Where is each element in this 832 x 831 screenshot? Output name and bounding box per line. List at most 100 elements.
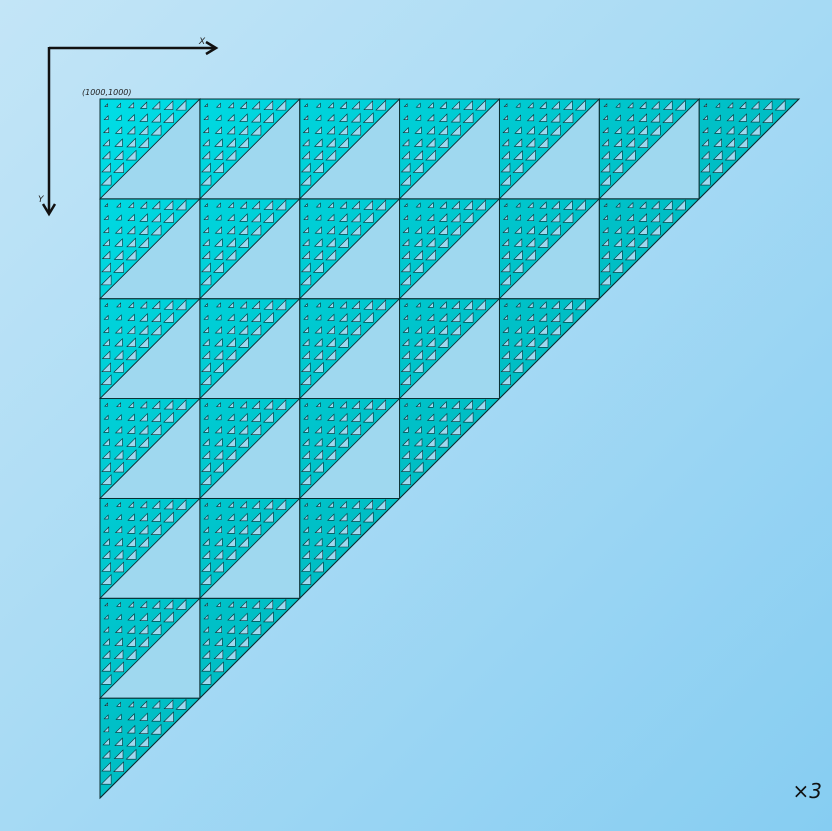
sub-triangle bbox=[325, 349, 337, 361]
axis-indicator: X Y bbox=[38, 37, 219, 217]
sub-triangle bbox=[612, 261, 624, 273]
sub-triangle bbox=[426, 425, 435, 434]
sub-triangle bbox=[227, 213, 235, 221]
sub-triangle bbox=[338, 313, 348, 322]
sub-triangle bbox=[262, 411, 274, 423]
sub-triangle bbox=[351, 300, 360, 309]
sub-triangle bbox=[413, 150, 423, 160]
sub-triangle bbox=[513, 349, 523, 360]
sub-triangle bbox=[439, 301, 447, 309]
sub-triangle bbox=[703, 103, 708, 107]
sub-triangle bbox=[649, 224, 661, 236]
sub-triangle bbox=[150, 723, 162, 735]
sub-triangle bbox=[201, 162, 211, 173]
sub-triangle bbox=[314, 425, 322, 434]
sub-triangle bbox=[212, 162, 224, 173]
sub-triangle bbox=[212, 561, 224, 573]
sub-triangle bbox=[202, 338, 210, 346]
sub-triangle bbox=[203, 214, 209, 220]
sub-triangle bbox=[538, 313, 548, 322]
sub-triangle bbox=[513, 250, 523, 260]
sub-triangle bbox=[314, 238, 323, 247]
sub-triangle bbox=[651, 100, 660, 110]
sub-triangle bbox=[502, 126, 509, 134]
sub-triangle bbox=[215, 314, 222, 321]
sub-triangle bbox=[302, 226, 309, 233]
sub-triangle bbox=[251, 412, 261, 422]
sub-triangle bbox=[113, 561, 124, 573]
sub-triangle bbox=[525, 349, 536, 361]
sub-triangle bbox=[526, 225, 535, 235]
sub-triangle bbox=[251, 500, 261, 509]
sub-triangle bbox=[463, 200, 473, 210]
sub-triangle bbox=[375, 499, 387, 510]
sub-triangle bbox=[303, 103, 308, 107]
sub-triangle bbox=[214, 138, 223, 147]
sub-triangle bbox=[102, 138, 110, 147]
sub-triangle bbox=[500, 274, 511, 286]
sub-triangle bbox=[600, 262, 611, 273]
sub-triangle bbox=[624, 149, 636, 161]
sub-triangle bbox=[614, 126, 622, 134]
sub-triangle bbox=[300, 562, 311, 572]
sub-triangle bbox=[100, 673, 112, 685]
sub-triangle bbox=[175, 499, 187, 510]
sub-triangle bbox=[126, 337, 136, 347]
sub-triangle bbox=[227, 313, 235, 321]
sub-triangle bbox=[200, 174, 212, 186]
sub-triangle bbox=[662, 112, 674, 123]
sub-triangle bbox=[538, 125, 548, 135]
sub-triangle bbox=[315, 402, 321, 408]
sub-triangle bbox=[514, 314, 521, 321]
sub-triangle bbox=[202, 226, 209, 233]
sub-triangle bbox=[327, 401, 334, 408]
sub-triangle bbox=[103, 514, 109, 520]
sub-triangle bbox=[116, 302, 121, 308]
edge-cell bbox=[598, 198, 701, 300]
sub-triangle bbox=[312, 361, 324, 373]
sub-triangle bbox=[139, 500, 148, 509]
sub-triangle bbox=[225, 249, 237, 261]
sub-triangle bbox=[101, 362, 111, 372]
sub-triangle bbox=[114, 537, 123, 547]
sub-triangle bbox=[226, 636, 236, 647]
sub-triangle bbox=[238, 324, 249, 335]
sub-triangle bbox=[215, 613, 222, 620]
sub-triangle bbox=[650, 112, 661, 123]
sub-triangle bbox=[774, 99, 786, 111]
sub-triangle bbox=[426, 113, 435, 122]
sub-triangle bbox=[201, 150, 211, 160]
sub-triangle bbox=[513, 337, 523, 347]
sub-triangle bbox=[126, 537, 136, 547]
sub-triangle bbox=[412, 461, 424, 473]
sub-triangle bbox=[303, 414, 309, 420]
sub-triangle bbox=[275, 299, 287, 311]
sub-triangle bbox=[239, 201, 247, 209]
sub-triangle bbox=[500, 162, 511, 173]
sub-triangle bbox=[539, 201, 547, 209]
sub-triangle bbox=[375, 399, 387, 410]
sub-triangle bbox=[139, 512, 148, 522]
sub-triangle bbox=[362, 411, 374, 423]
sub-triangle bbox=[713, 138, 722, 147]
sub-triangle bbox=[151, 699, 161, 709]
sub-triangle bbox=[624, 249, 636, 261]
sub-triangle bbox=[403, 103, 408, 107]
sub-triangle bbox=[549, 124, 561, 136]
sub-triangle bbox=[226, 425, 236, 434]
sub-triangle bbox=[475, 99, 486, 111]
sub-triangle bbox=[338, 512, 348, 522]
sub-triangle bbox=[538, 113, 548, 122]
sub-triangle bbox=[350, 524, 362, 535]
sub-triangle bbox=[262, 211, 274, 223]
sub-triangle bbox=[139, 113, 148, 122]
sub-triangle bbox=[127, 513, 135, 521]
sub-triangle bbox=[238, 424, 249, 435]
sub-triangle bbox=[503, 115, 508, 120]
sub-triangle bbox=[400, 462, 411, 472]
sub-triangle bbox=[615, 202, 621, 208]
sub-triangle bbox=[338, 424, 348, 435]
sub-triangle bbox=[438, 113, 448, 122]
sub-triangle bbox=[138, 137, 149, 148]
